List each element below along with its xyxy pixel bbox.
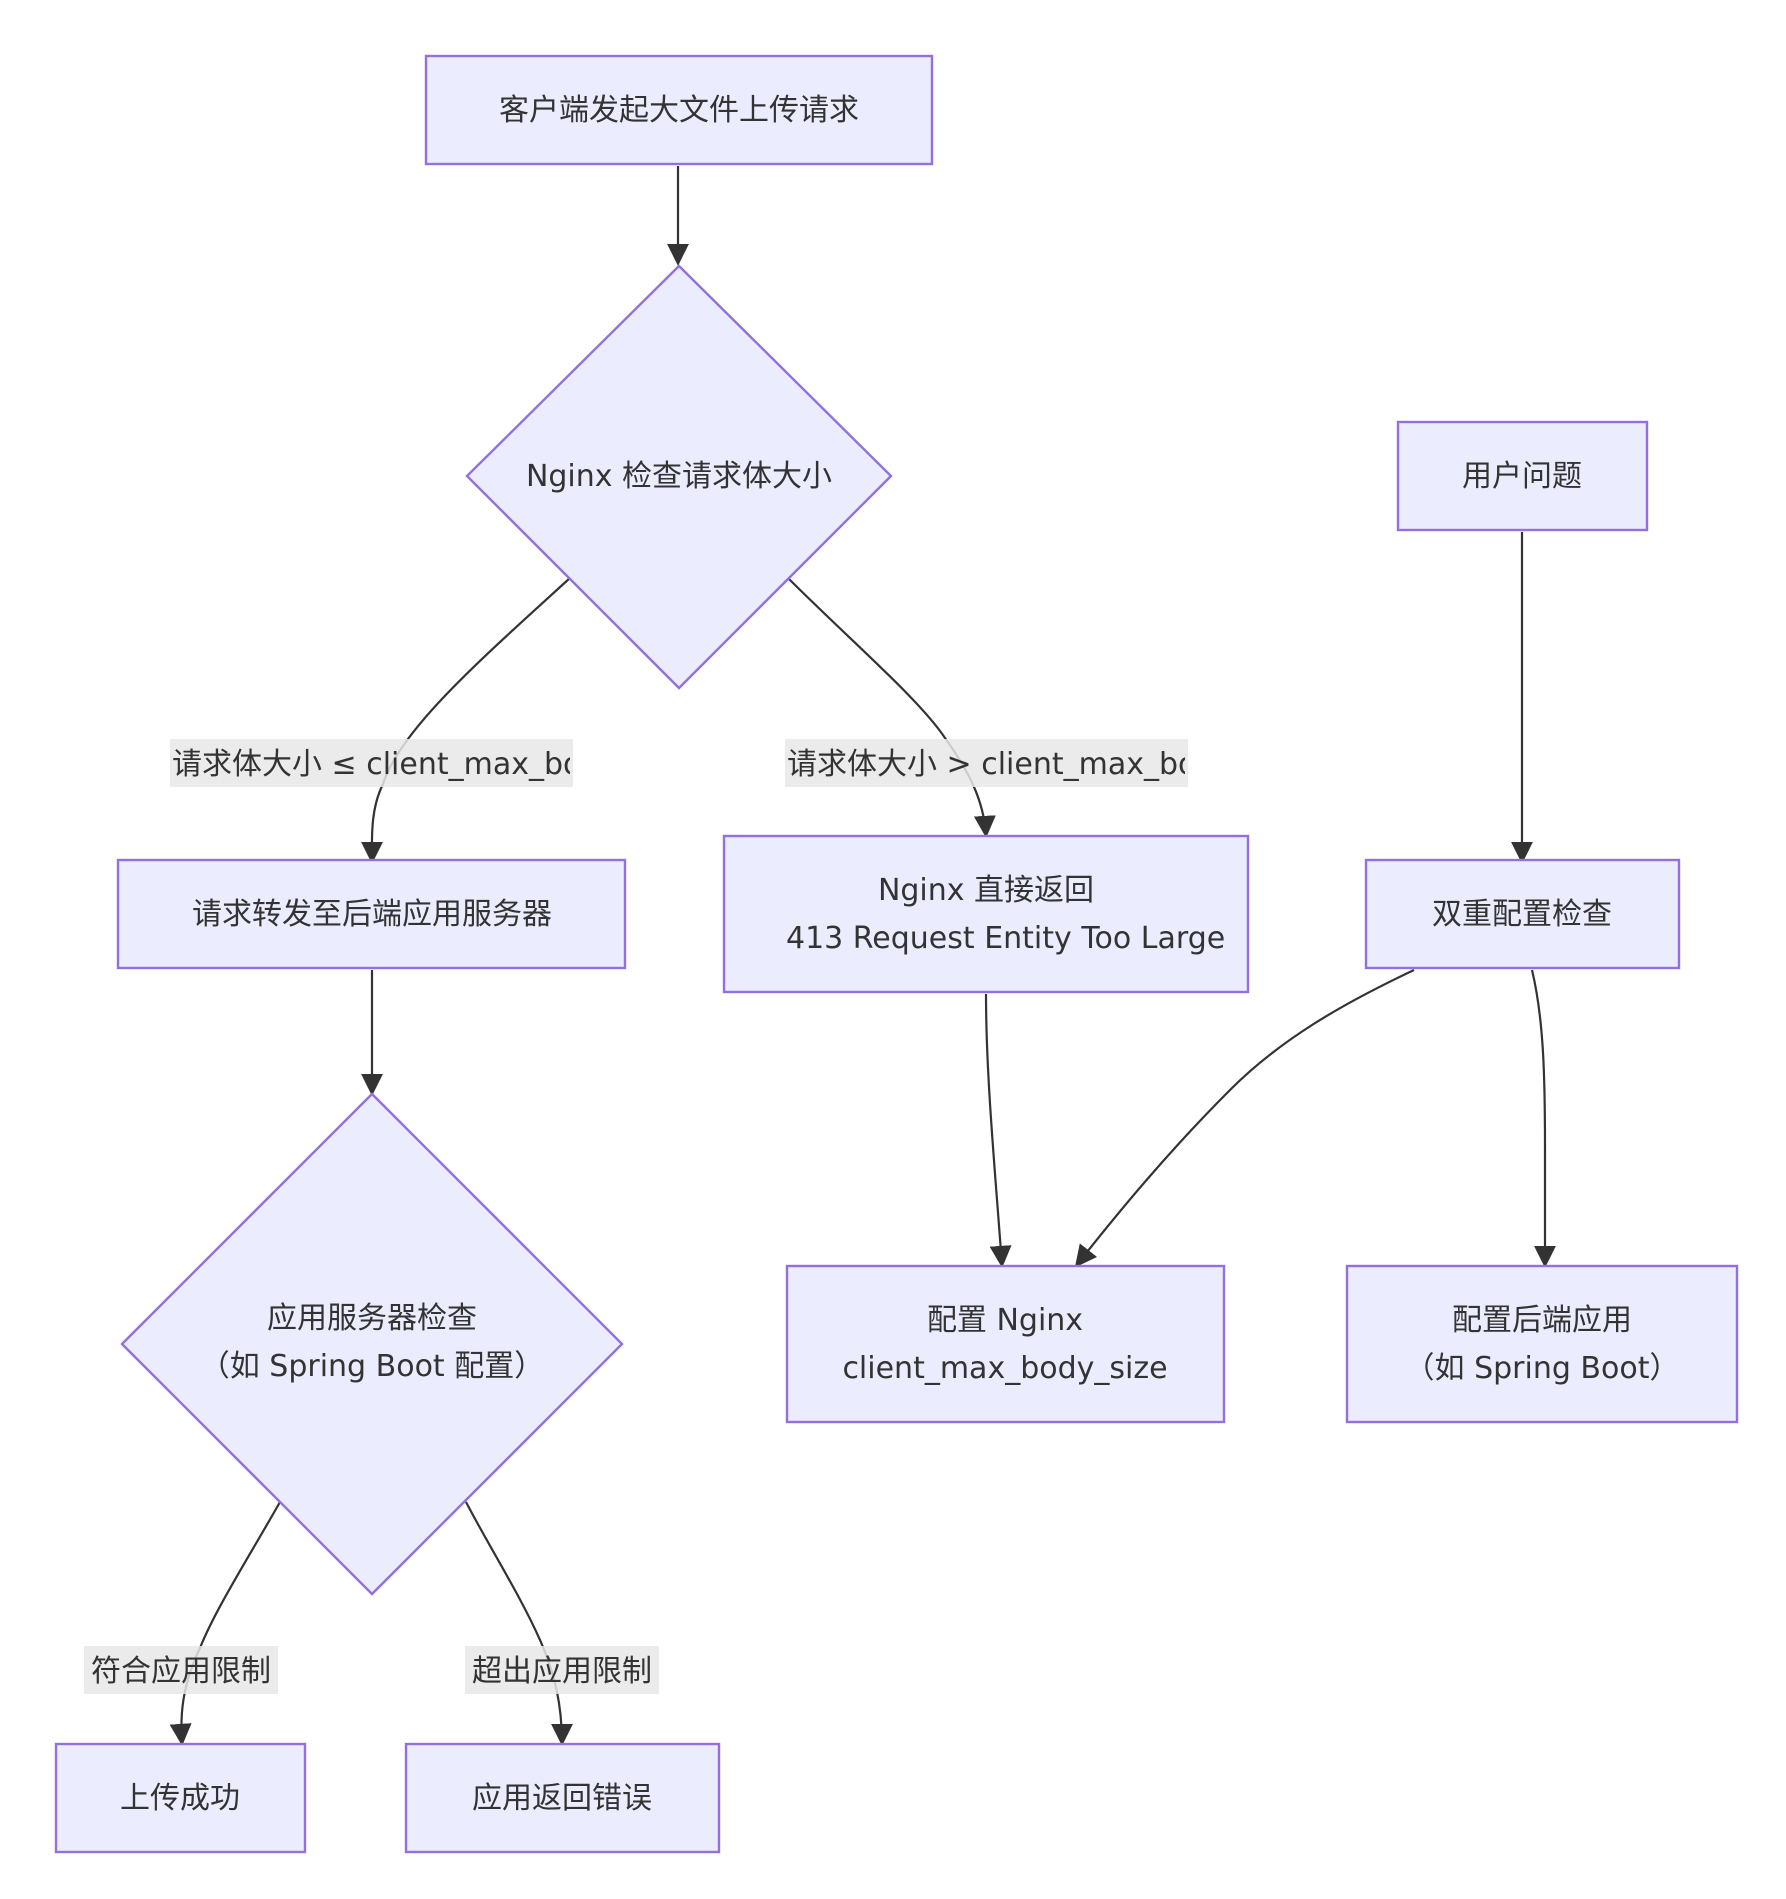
node-app-error-text: 应用返回错误 [472,1781,652,1816]
node-upload-success: 上传成功 [54,1742,307,1854]
edge-label-exceed-text: 超出应用限制 [472,1654,652,1689]
edge-label-le: 请求体大小 ≤ client_max_body_size [170,739,691,787]
edge-appcheck-to-success [169,1501,281,1746]
edge-413-to-confignginx [984,993,1012,1268]
node-config-nginx: 配置 Nginx client_max_body_size [785,1264,1226,1424]
node-double-check: 双重配置检查 [1364,858,1681,970]
edge-label-within: 符合应用限制 [84,1646,278,1694]
edge-appcheck-to-error [465,1501,573,1746]
node-config-backend-line1: 配置后端应用 [1452,1303,1632,1338]
edge-label-le-text: 请求体大小 ≤ client_max_body_size [172,747,691,782]
node-app-check: 应用服务器检查 （如 Spring Boot 配置） [120,1092,624,1596]
edge-check-to-413 [787,577,996,838]
node-nginx-check: Nginx 检查请求体大小 [465,264,893,690]
node-nginx-413-line2: 413 Request Entity Too Large [786,921,1225,956]
edge-label-exceed: 超出应用限制 [465,1646,659,1694]
edge-double-to-confignginx [1074,969,1415,1268]
edge-label-gt-text: 请求体大小 > client_max_body_size [787,747,1306,782]
node-nginx-413-line1: Nginx 直接返回 [878,873,1094,908]
node-user-issue-text: 用户问题 [1462,459,1582,494]
edge-label-gt: 请求体大小 > client_max_body_size [785,739,1306,787]
node-forward-text: 请求转发至后端应用服务器 [192,897,552,932]
node-double-check-text: 双重配置检查 [1432,897,1612,932]
node-nginx-413: Nginx 直接返回 413 Request Entity Too Large [722,834,1250,994]
node-forward: 请求转发至后端应用服务器 [116,858,627,970]
node-config-backend-line2: （如 Spring Boot） [1405,1351,1680,1386]
node-user-issue: 用户问题 [1396,420,1649,532]
node-start: 客户端发起大文件上传请求 [424,54,934,166]
node-upload-success-text: 上传成功 [120,1781,240,1816]
edge-double-to-configbackend [1530,969,1556,1268]
node-start-text: 客户端发起大文件上传请求 [499,93,859,128]
node-app-error: 应用返回错误 [404,1742,721,1854]
node-config-nginx-line2: client_max_body_size [842,1351,1167,1386]
node-app-check-line2: （如 Spring Boot 配置） [200,1349,544,1384]
node-config-nginx-line1: 配置 Nginx [927,1303,1083,1338]
node-nginx-check-text: Nginx 检查请求体大小 [526,459,832,494]
edge-label-within-text: 符合应用限制 [91,1654,271,1689]
node-app-check-line1: 应用服务器检查 [267,1301,477,1336]
edge-check-to-forward [360,577,571,864]
node-config-backend: 配置后端应用 （如 Spring Boot） [1345,1264,1739,1424]
